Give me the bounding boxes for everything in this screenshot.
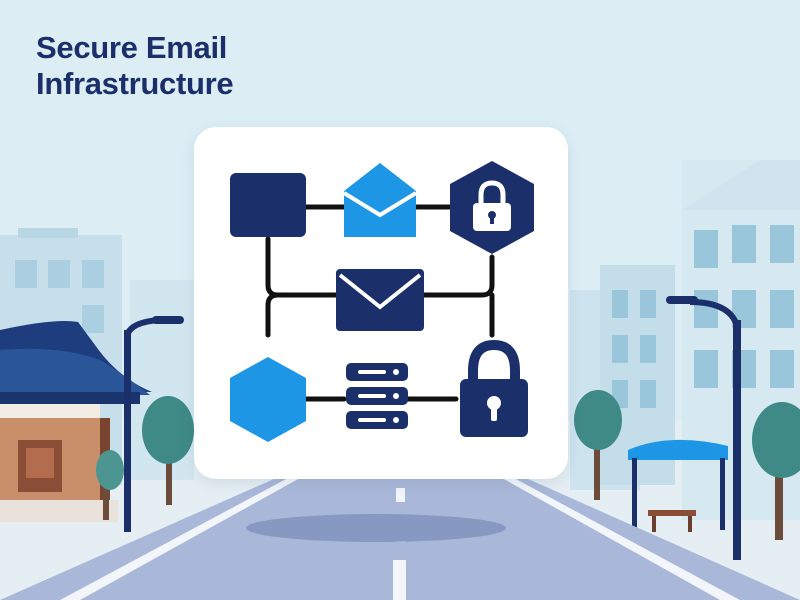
envelope-open-icon [342,163,418,237]
padlock-icon [460,339,528,437]
envelope-icon [336,269,424,331]
page-title: Secure Email Infrastructure [36,30,234,102]
left-trees [96,396,194,520]
road [0,478,800,600]
connector-lines [265,204,495,402]
traditional-house [0,321,152,522]
network-diagram [230,161,534,442]
server-stack-icon [346,363,408,429]
right-street-lamp [666,296,741,560]
title-line-2: Infrastructure [36,66,234,101]
left-street-lamp [124,316,184,532]
bus-stop [628,439,728,532]
padlock-hexagon-icon [450,161,534,254]
title-line-1: Secure Email [36,30,228,65]
hexagon-node-icon [230,357,306,442]
network-diagram-card [194,127,568,479]
square-node-icon [230,173,306,237]
right-trees [574,390,800,540]
